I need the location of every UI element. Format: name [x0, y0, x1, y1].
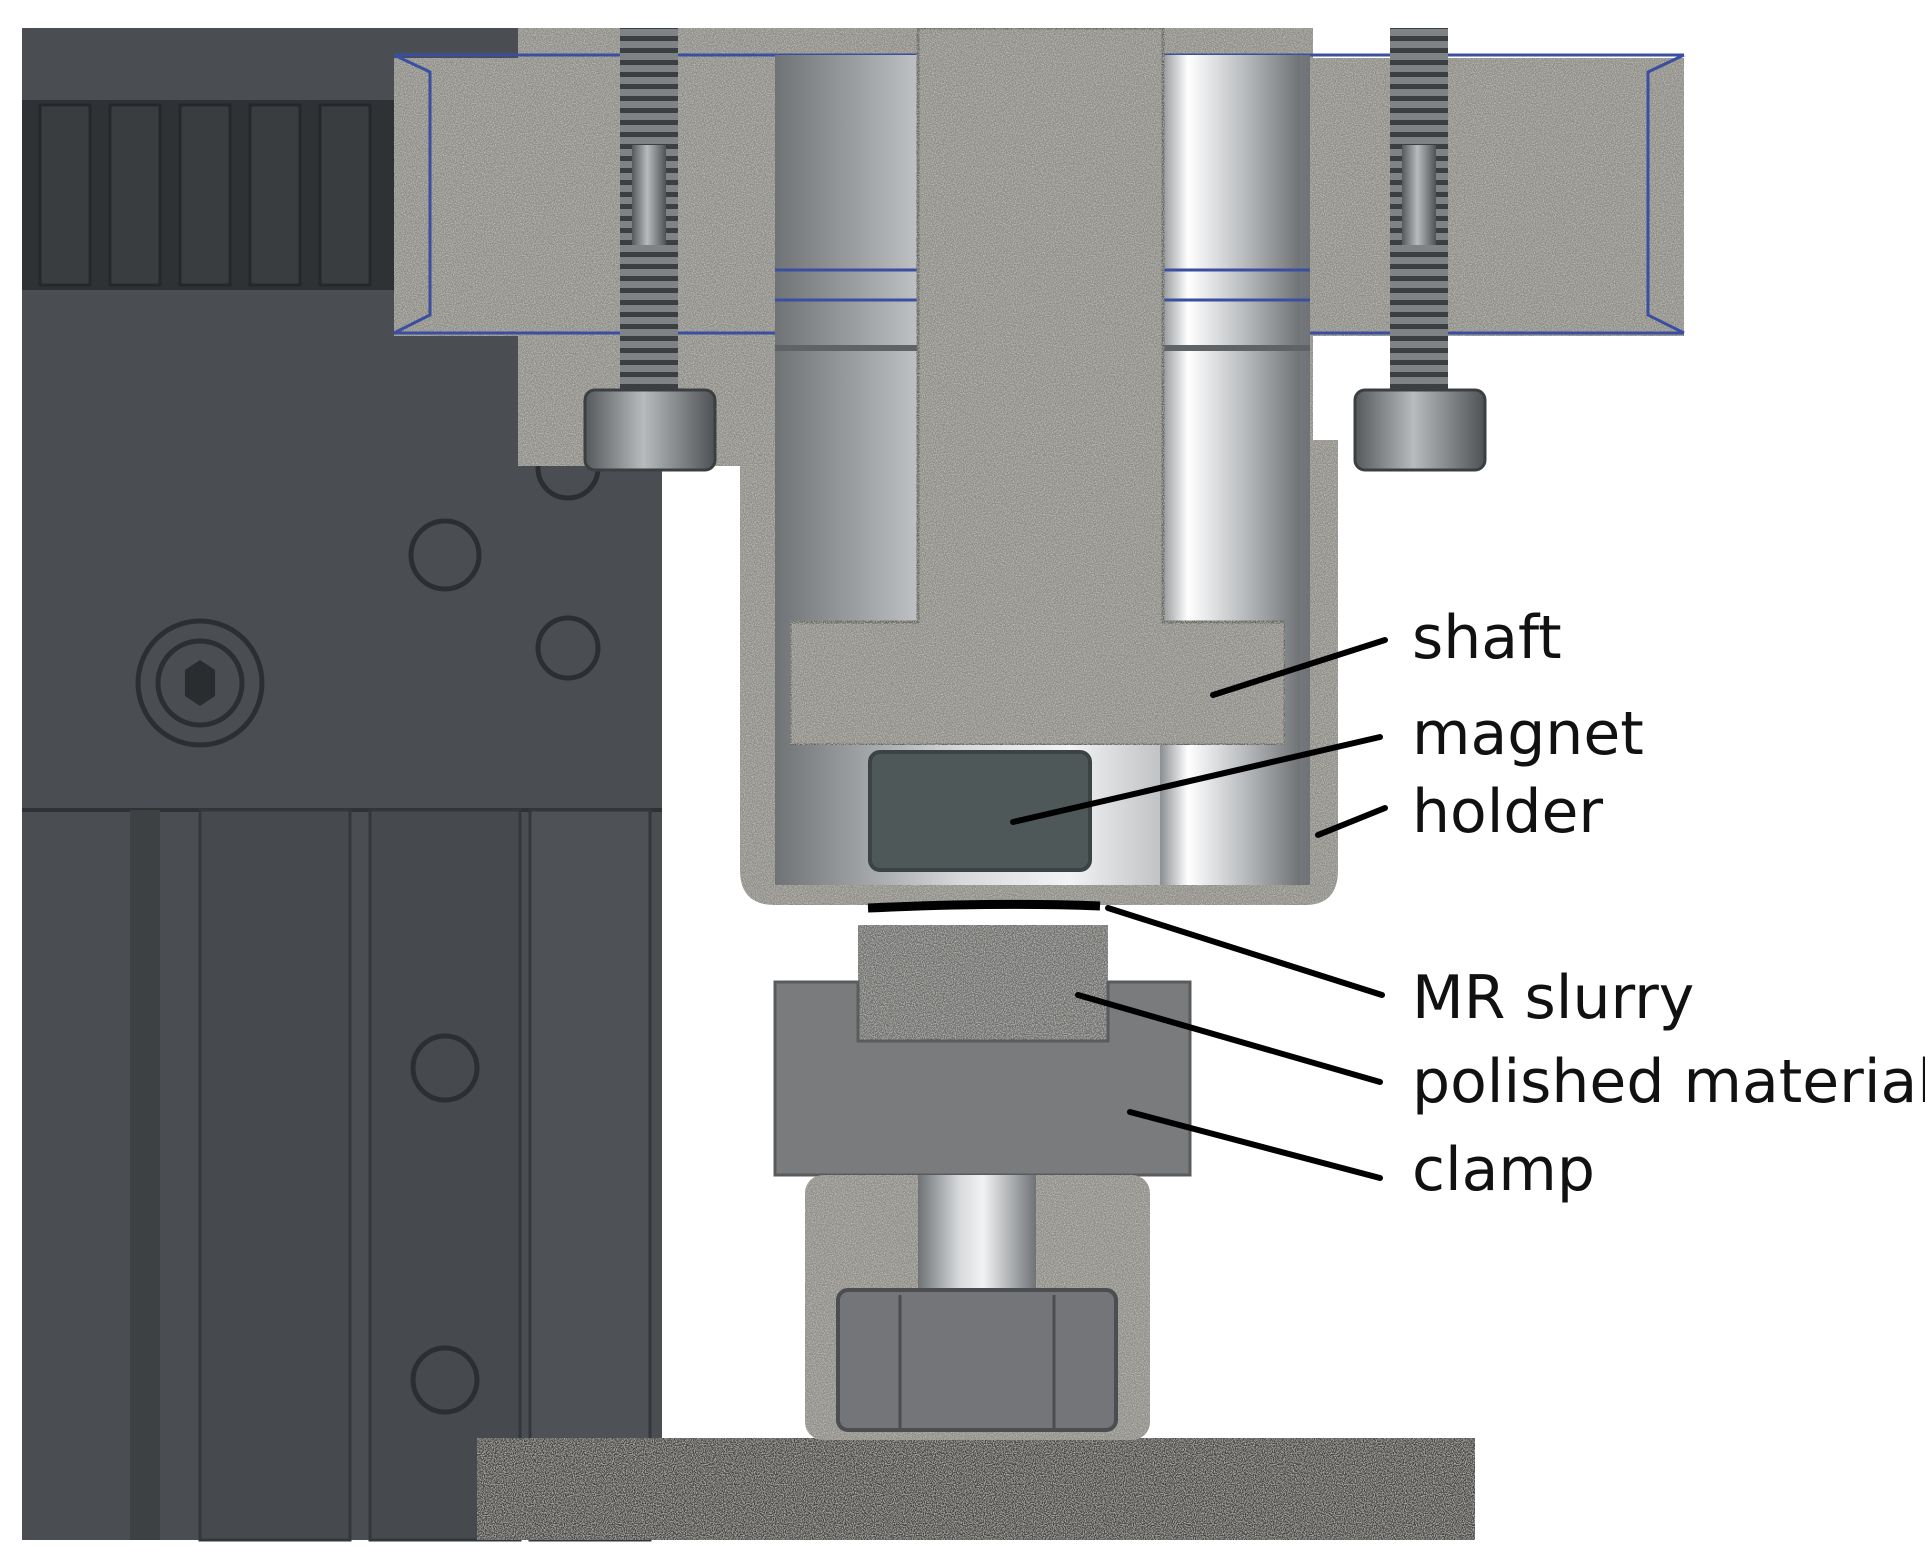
leader-clamp	[1127, 1109, 1383, 1181]
lower-nut	[805, 1175, 1150, 1440]
right-screw	[1353, 28, 1487, 472]
leader-shaft	[1210, 637, 1388, 698]
base-plate	[477, 1438, 1475, 1540]
leader-magnet	[1010, 734, 1383, 825]
leader-polished-material	[1075, 992, 1383, 1085]
leader-mr-slurry	[1105, 905, 1385, 998]
label-magnet: magnet	[1412, 699, 1644, 769]
label-clamp: clamp	[1412, 1135, 1595, 1205]
label-polished-material: polished material	[1412, 1047, 1925, 1117]
polished-material	[858, 925, 1108, 1041]
magnet	[868, 750, 1092, 872]
leader-lines	[1010, 637, 1388, 1181]
leader-holder	[1315, 805, 1388, 838]
shaft	[788, 26, 1287, 747]
mr-slurry	[867, 899, 1101, 913]
left-screw	[583, 28, 717, 472]
label-shaft: shaft	[1412, 603, 1562, 673]
label-holder: holder	[1412, 777, 1603, 847]
label-mr-slurry: MR slurry	[1412, 963, 1694, 1033]
